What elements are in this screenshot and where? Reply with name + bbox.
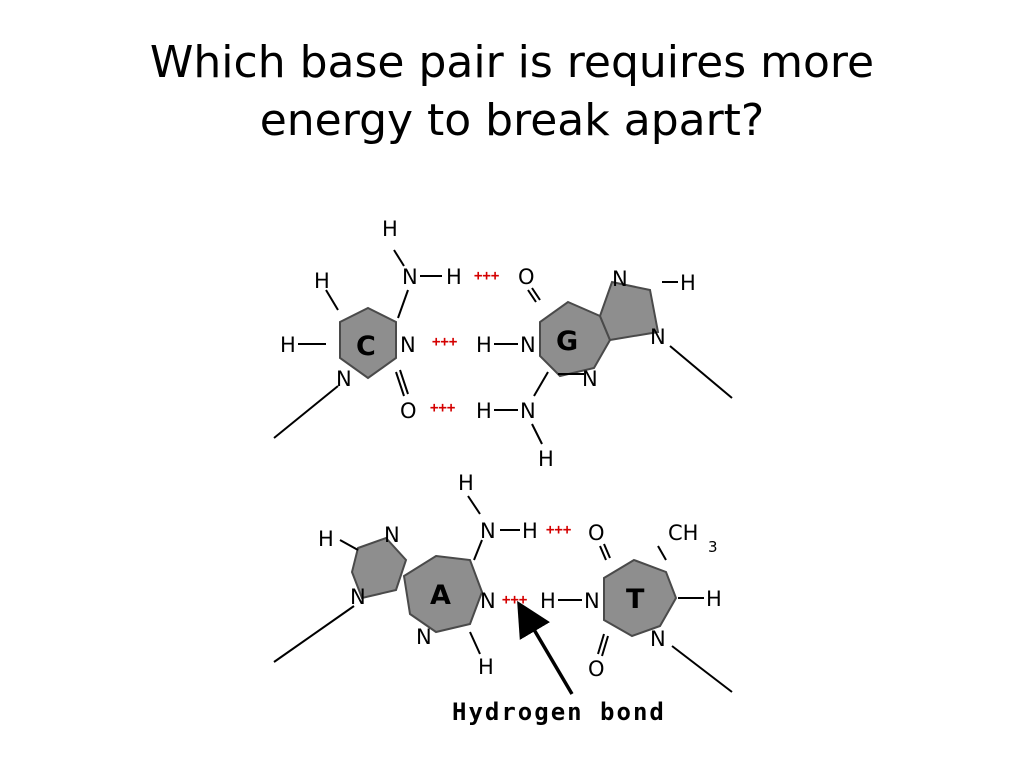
adenine-ring [402,554,484,634]
atom-n: N [402,265,418,289]
cytosine-ring [339,306,397,380]
cg-pair: C G H N H H H N N O +++ +++ [273,217,733,471]
atom-n: N [384,523,400,547]
hydrogen-bond-marker: +++ [474,268,499,284]
slide-title: Which base pair is requires more energy … [0,34,1024,150]
atom-h: H [538,447,554,471]
atom-h: H [280,333,296,357]
guanine-imidazole-ring [598,280,660,342]
atom-h: H [522,519,538,543]
atom-n: N [480,589,496,613]
hydrogen-bond-marker: +++ [502,592,527,608]
atom-h: H [476,399,492,423]
base-label-g: G [556,326,578,357]
methyl-subscript: 3 [708,538,718,556]
at-pair: A T H N H H N N N N H +++ +++ O C [273,471,733,693]
thymine-ring [603,558,678,638]
atom-o: O [400,399,417,423]
atom-h: H [314,269,330,293]
atom-n: N [520,333,536,357]
atom-h: H [446,265,462,289]
atom-n: N [612,267,628,291]
atom-h: H [458,471,474,495]
atom-h: H [680,271,696,295]
base-label-c: C [356,331,376,362]
hydrogen-bond-marker: +++ [546,522,571,538]
atom-h: H [478,655,494,679]
atom-n: N [582,367,598,391]
atom-h: H [540,589,556,613]
atom-o: O [588,657,605,681]
atom-n: N [336,367,352,391]
atom-h: H [318,527,334,551]
methyl-c: CH [668,521,698,545]
atom-o: O [518,265,535,289]
atom-n: N [480,519,496,543]
hydrogen-bond-marker: +++ [432,334,457,350]
hydrogen-bond-arrow [517,600,574,695]
adenine-imidazole-ring [350,536,408,600]
atom-n: N [400,333,416,357]
atom-n: N [584,589,600,613]
base-label-t: T [626,584,645,615]
title-line-1: Which base pair is requires more [149,37,875,88]
hydrogen-bond-caption: Hydrogen bond [452,698,666,726]
atom-h: H [706,587,722,611]
base-label-a: A [430,580,451,611]
atom-n: N [350,585,366,609]
atom-h: H [382,217,398,241]
atom-h: H [476,333,492,357]
atom-o: O [588,521,605,545]
hydrogen-bond-marker: +++ [430,400,455,416]
atom-n: N [650,627,666,651]
title-line-2: energy to break apart? [259,95,765,146]
atom-n: N [416,625,432,649]
atom-n: N [520,399,536,423]
atom-n: N [650,325,666,349]
